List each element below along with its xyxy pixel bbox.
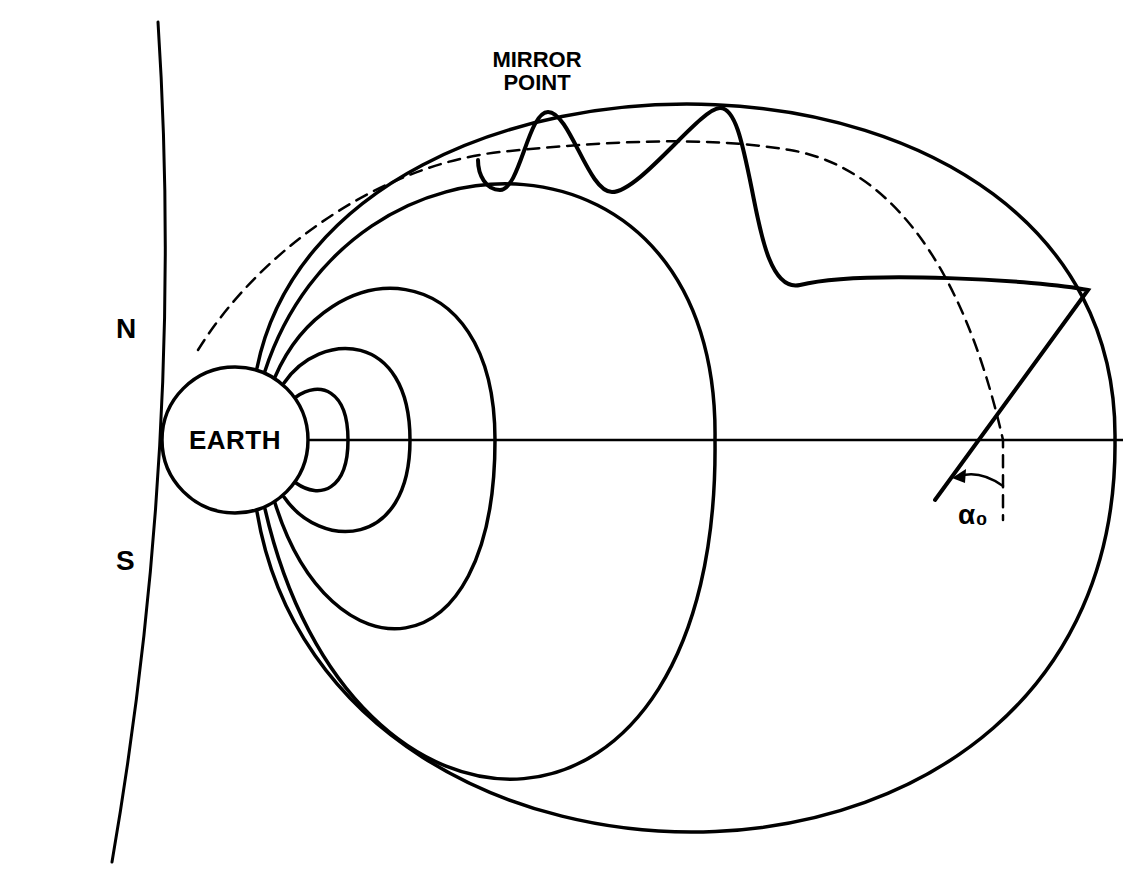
pitch-angle-label: α₀ <box>958 500 988 529</box>
node-label: EARTH <box>189 425 281 456</box>
earth-circle: EARTH <box>160 365 310 515</box>
guiding-center-line <box>198 141 1003 520</box>
field-line <box>265 184 715 779</box>
angle-arrowhead <box>952 469 966 483</box>
mirror-point-label: MIRROR POINT <box>492 48 581 94</box>
field-line <box>257 104 1115 832</box>
south-pole-label: S <box>116 546 135 575</box>
north-pole-label: N <box>116 314 136 343</box>
angle-arc <box>960 474 1003 486</box>
surface-arc <box>112 22 165 862</box>
field-line <box>275 288 495 628</box>
particle-trajectory <box>478 108 1088 500</box>
